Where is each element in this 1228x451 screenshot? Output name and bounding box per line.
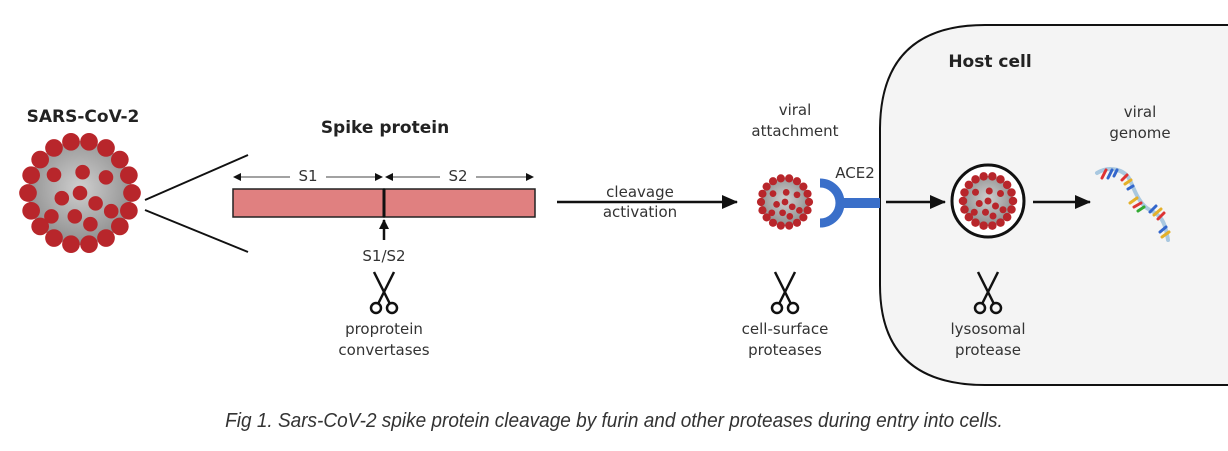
viral-genome-label: viral genome bbox=[1090, 102, 1190, 144]
genome-line-1: viral bbox=[1123, 103, 1157, 121]
zoom-line-bottom bbox=[144, 209, 249, 253]
cell-surface-proteases-label: cell-surface proteases bbox=[725, 319, 845, 361]
cleavage-activation-label: cleavage activation bbox=[580, 182, 700, 223]
ace2-receptor-icon bbox=[819, 178, 880, 228]
endosome-virus-icon bbox=[958, 172, 1018, 230]
surface-line-2: proteases bbox=[748, 341, 822, 359]
viral-genome-icon bbox=[1095, 167, 1171, 242]
attaching-virus-icon bbox=[756, 174, 814, 230]
segment-s2-label: S2 bbox=[440, 166, 476, 187]
host-cell-title: Host cell bbox=[948, 52, 1032, 72]
ace2-label: ACE2 bbox=[835, 164, 875, 182]
proprotein-line-2: convertases bbox=[338, 341, 430, 359]
cleavage-line-2: activation bbox=[602, 203, 678, 221]
figure-caption: Fig 1. Sars-CoV-2 spike protein cleavage… bbox=[225, 410, 1003, 432]
genome-line-2: genome bbox=[1109, 124, 1171, 142]
lysosomal-line-1: lysosomal bbox=[950, 320, 1026, 338]
cleavage-line-1: cleavage bbox=[606, 183, 674, 201]
proprotein-convertases-label: proprotein convertases bbox=[324, 319, 444, 361]
spike-protein-s2-segment bbox=[383, 188, 536, 218]
cleavage-site-label: S1/S2 bbox=[362, 247, 406, 265]
spike-protein-s1-segment bbox=[232, 188, 385, 218]
segment-s1-label: S1 bbox=[290, 166, 326, 187]
proprotein-line-1: proprotein bbox=[345, 320, 423, 338]
lysosomal-line-2: protease bbox=[955, 341, 1021, 359]
scissors-icon bbox=[369, 271, 399, 315]
viral-attachment-label: viral attachment bbox=[735, 100, 855, 142]
virus-title: SARS-CoV-2 bbox=[26, 107, 140, 127]
virus-icon bbox=[19, 132, 141, 254]
surface-line-1: cell-surface bbox=[741, 320, 829, 338]
lysosomal-protease-label: lysosomal protease bbox=[928, 319, 1048, 361]
zoom-line-top bbox=[144, 154, 249, 201]
attachment-line-1: viral bbox=[778, 101, 812, 119]
scissors-icon bbox=[973, 271, 1003, 315]
spike-protein-title: Spike protein bbox=[320, 118, 450, 138]
scissors-icon bbox=[770, 271, 800, 315]
attachment-line-2: attachment bbox=[751, 122, 839, 140]
